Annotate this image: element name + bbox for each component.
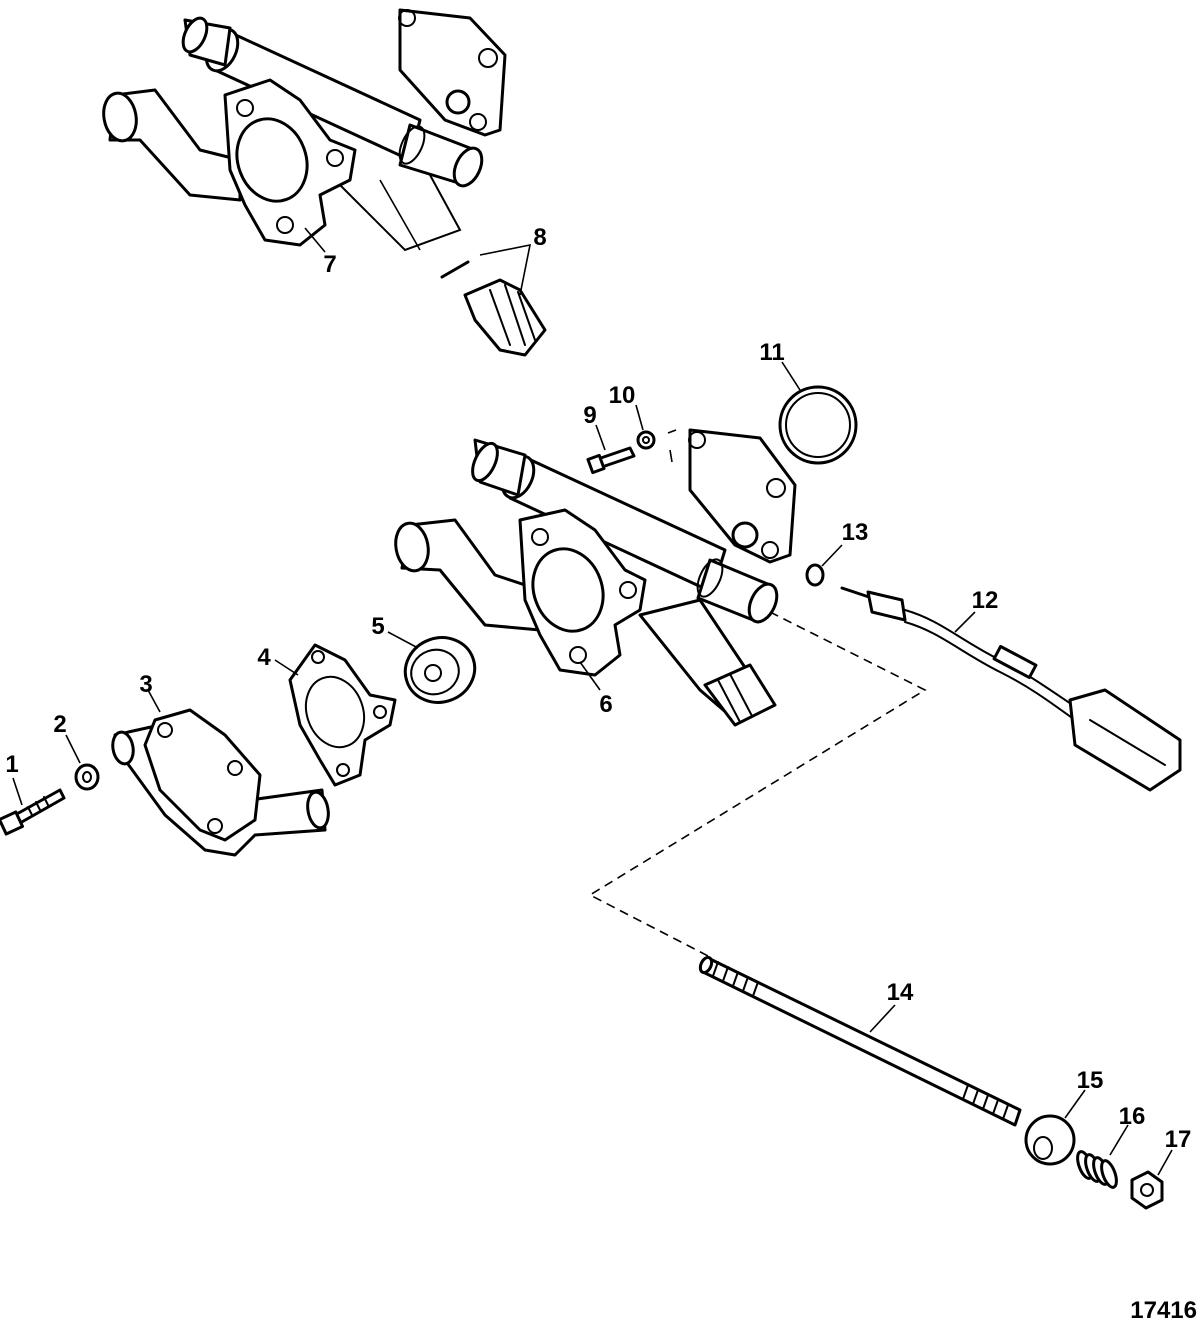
nut: 17 [1130,1126,1192,1210]
gasket: 4 [257,643,397,787]
sensor-seal-ring: 13 [805,519,869,587]
washer: 2 [53,711,100,791]
callout-10: 10 [609,382,636,409]
callout-14: 14 [887,979,914,1006]
callout-4: 4 [257,644,271,671]
assembly-line [588,611,927,959]
check-ball: 15 [1024,1067,1104,1166]
thermostat: 5 [371,613,477,704]
screw: 1 [0,751,66,836]
callout-1: 1 [5,751,18,778]
fitting-and-pin: 8 [440,224,547,357]
callout-5: 5 [371,613,384,640]
callout-6: 6 [599,691,612,718]
callout-15: 15 [1077,1067,1104,1094]
temperature-sensor: 12 [840,586,1182,792]
long-stud: 14 [698,955,1022,1127]
leader-7 [304,227,326,253]
callout-8: 8 [533,224,546,251]
callout-2: 2 [53,711,66,738]
spring: 16 [1076,1103,1146,1189]
illustration-number: 17416 [1130,1297,1197,1324]
callout-11: 11 [759,339,784,366]
screw-and-washer: 9 10 [583,382,677,475]
o-ring: 11 [759,339,858,465]
callout-16: 16 [1119,1103,1146,1130]
thermostat-housing-upper: 7 [102,8,507,278]
housing-cover: 3 [111,671,330,857]
callout-3: 3 [139,671,152,698]
callout-7: 7 [323,251,336,278]
callout-12: 12 [972,587,999,614]
callout-17: 17 [1165,1126,1192,1153]
callout-13: 13 [842,519,869,546]
thermostat-housing-lower: 6 [394,428,797,727]
callout-9: 9 [583,402,596,429]
